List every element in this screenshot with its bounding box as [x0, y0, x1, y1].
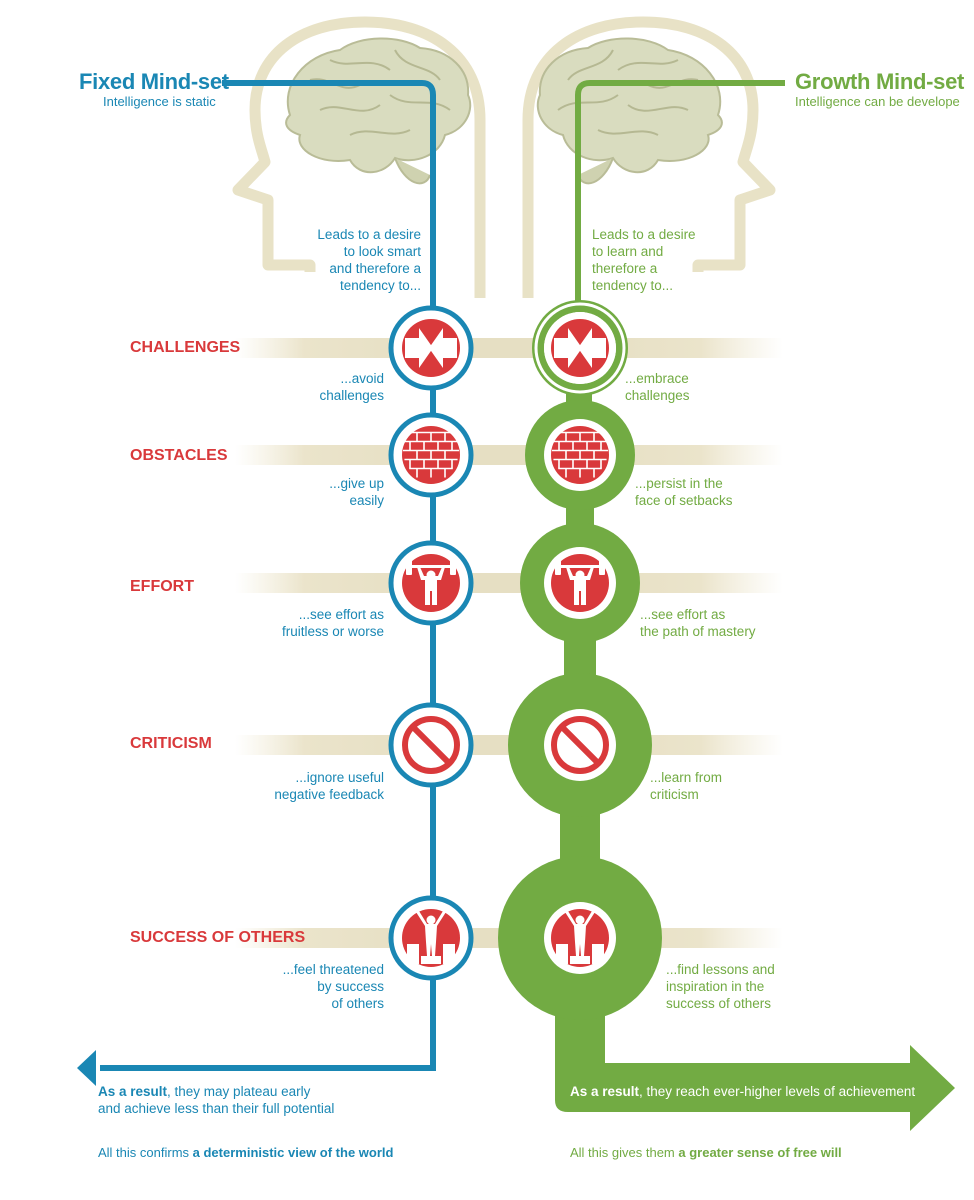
brick-wall-icon	[551, 426, 609, 484]
note-line: negative feedback	[274, 787, 384, 802]
row-label-obstacles: OBSTACLES	[130, 447, 228, 464]
note-line: by success	[317, 979, 384, 994]
note-line: ...embrace	[625, 371, 689, 386]
growth-intro-line: to learn and	[592, 244, 664, 259]
growth-title: Growth Mind-set	[795, 69, 965, 94]
fixed-summary: All this confirms a deterministic view o…	[98, 1145, 393, 1160]
note-line: challenges	[625, 388, 690, 403]
note-line: ...feel threatened	[282, 962, 384, 977]
note-line: ...learn from	[650, 770, 723, 785]
growth-subtitle: Intelligence can be develope	[795, 94, 960, 109]
fixed-note-obstacles: ...give up easily	[200, 475, 384, 509]
fixed-summary-bold: a deterministic view of the world	[192, 1145, 394, 1160]
band-right	[578, 338, 783, 358]
fixed-summary-plain: All this confirms	[98, 1145, 193, 1160]
growth-intro-line: therefore a	[592, 261, 658, 276]
growth-summary: All this gives them a greater sense of f…	[570, 1145, 842, 1160]
fixed-result-line1: , they may plateau early	[167, 1084, 311, 1099]
fixed-ring	[388, 895, 474, 981]
growth-summary-bold: a greater sense of free will	[678, 1145, 842, 1160]
band-left	[235, 445, 433, 465]
band-left	[235, 735, 433, 755]
fixed-title: Fixed Mind-set	[79, 69, 229, 94]
fixed-intro-line: to look smart	[343, 244, 421, 259]
right-head-outline	[522, 16, 776, 298]
growth-note-obstacles: ...persist in the face of setbacks	[635, 475, 835, 509]
podium-winner-icon	[402, 909, 460, 967]
fixed-path	[77, 80, 436, 1086]
note-line: ...see effort as	[298, 607, 384, 622]
growth-ring-edge	[534, 302, 626, 394]
note-line: the path of mastery	[640, 624, 756, 639]
band-left	[235, 338, 433, 358]
brick-wall-icon	[402, 426, 460, 484]
growth-note-criticism: ...learn from criticism	[650, 769, 850, 803]
note-line: inspiration in the	[666, 979, 765, 994]
fixed-result: As a result, they may plateau early and …	[98, 1083, 418, 1117]
growth-result: As a result, they reach ever-higher leve…	[570, 1083, 920, 1100]
note-line: ...avoid	[340, 371, 384, 386]
note-line: ...give up	[329, 476, 384, 491]
growth-intro-line: Leads to a desire	[592, 227, 696, 242]
note-line: of others	[331, 996, 384, 1011]
no-sign-icon	[402, 716, 460, 774]
fixed-note-success-of-others: ...feel threatened by success of others	[200, 961, 384, 1012]
fixed-intro-line: tendency to...	[339, 278, 421, 293]
growth-result-rest: , they reach ever-higher levels of achie…	[639, 1084, 916, 1099]
fixed-intro-line: Leads to a desire	[317, 227, 421, 242]
note-line: fruitless or worse	[281, 624, 384, 639]
note-line: face of setbacks	[635, 493, 733, 508]
band-left	[235, 928, 433, 948]
growth-note-success-of-others: ...find lessons and inspiration in the s…	[666, 961, 866, 1012]
fixed-ring	[388, 702, 474, 788]
growth-note-challenges: ...embrace challenges	[625, 370, 825, 404]
growth-result-bold: As a result	[570, 1084, 640, 1099]
row-label-criticism: CRITICISM	[130, 735, 212, 752]
growth-intro-line: tendency to...	[592, 278, 674, 293]
no-sign-icon	[551, 716, 609, 774]
note-line: success of others	[666, 996, 772, 1011]
row-label-challenges: CHALLENGES	[130, 339, 241, 356]
note-line: ...persist in the	[635, 476, 723, 491]
growth-intro: Leads to a desire to learn and therefore…	[592, 226, 772, 294]
note-line: ...ignore useful	[295, 770, 384, 785]
fixed-subtitle: Intelligence is static	[103, 94, 216, 109]
fixed-ring	[388, 305, 474, 391]
fixed-note-effort: ...see effort as fruitless or worse	[200, 606, 384, 640]
note-line: challenges	[319, 388, 384, 403]
row-label-effort: EFFORT	[130, 578, 194, 595]
row-bands	[235, 338, 783, 948]
band-left	[235, 573, 433, 593]
fixed-result-line2: and achieve less than their full potenti…	[98, 1101, 335, 1116]
row-label-success-of-others: SUCCESS OF OTHERS	[130, 929, 306, 946]
right-brain-icon	[536, 37, 723, 185]
fixed-ring	[388, 540, 474, 626]
fixed-intro: Leads to a desire to look smart and ther…	[250, 226, 421, 294]
note-line: ...find lessons and	[666, 962, 775, 977]
growth-summary-plain: All this gives them	[570, 1145, 679, 1160]
note-line: ...see effort as	[640, 607, 726, 622]
fixed-ring	[388, 412, 474, 498]
fixed-result-bold: As a result	[98, 1084, 168, 1099]
weightlifter-icon	[402, 554, 460, 612]
arrows-inward-icon	[402, 319, 460, 377]
arrows-inward-icon	[551, 319, 609, 377]
row-icons	[402, 319, 609, 967]
note-line: criticism	[650, 787, 699, 802]
fixed-note-criticism: ...ignore useful negative feedback	[200, 769, 384, 803]
weightlifter-icon	[551, 554, 609, 612]
podium-winner-icon	[551, 909, 609, 967]
fixed-intro-line: and therefore a	[329, 261, 421, 276]
fixed-note-challenges: ...avoid challenges	[200, 370, 384, 404]
left-brain-icon	[285, 37, 472, 185]
note-line: easily	[349, 493, 384, 508]
left-head-outline	[232, 16, 486, 298]
growth-note-effort: ...see effort as the path of mastery	[640, 606, 840, 640]
